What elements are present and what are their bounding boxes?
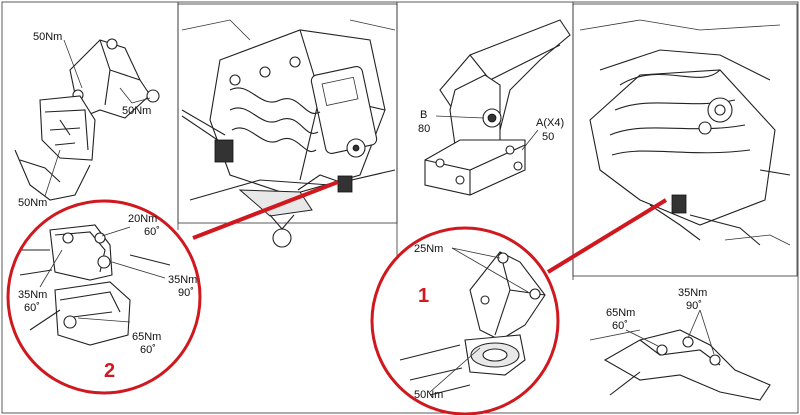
angle-label: 60˚ <box>24 302 40 314</box>
torque-label: 35Nm <box>18 289 47 301</box>
torque-label: 50Nm <box>414 389 443 401</box>
torque-label: 65Nm <box>606 307 635 319</box>
panel-bottom-right-mount: 65Nm 60˚ 35Nm 90˚ <box>589 287 771 401</box>
torque-label: 35Nm <box>678 287 707 299</box>
torque-label: 25Nm <box>414 243 443 255</box>
callout-leaders <box>192 180 668 274</box>
callout-1-number: 1 <box>418 285 429 307</box>
panel-top-left-mount: 50Nm 50Nm 50Nm <box>14 31 160 209</box>
callout-1: 25Nm 50Nm 1 <box>370 226 560 415</box>
callout-2: 20Nm 60˚ 35Nm 90˚ 35Nm 60˚ 65Nm 60˚ 2 <box>6 199 202 395</box>
angle-label: 90˚ <box>686 300 702 312</box>
callout-2-number: 2 <box>104 360 115 382</box>
angle-label: 90˚ <box>178 287 194 299</box>
torque-label: 65Nm <box>132 331 161 343</box>
engine-illustration-left <box>181 19 396 248</box>
torque-label: 20Nm <box>128 213 157 225</box>
engine-panel-right-frame <box>572 3 798 277</box>
angle-label: 60˚ <box>140 344 156 356</box>
bolt-b-label: B <box>420 109 427 121</box>
bolt-a-label: A(X4) <box>536 117 564 129</box>
torque-label: 35Nm <box>168 274 197 286</box>
bolt-b-value: 80 <box>418 123 430 135</box>
bolt-a-value: 50 <box>542 131 554 143</box>
panel-bracket-b: B 80 A(X4) 50 <box>418 19 571 196</box>
torque-label: 50Nm <box>33 31 62 43</box>
angle-label: 60˚ <box>612 320 628 332</box>
angle-label: 60˚ <box>144 226 160 238</box>
torque-label: 50Nm <box>18 197 47 209</box>
engine-illustration-right <box>579 19 791 246</box>
torque-label: 50Nm <box>122 105 151 117</box>
